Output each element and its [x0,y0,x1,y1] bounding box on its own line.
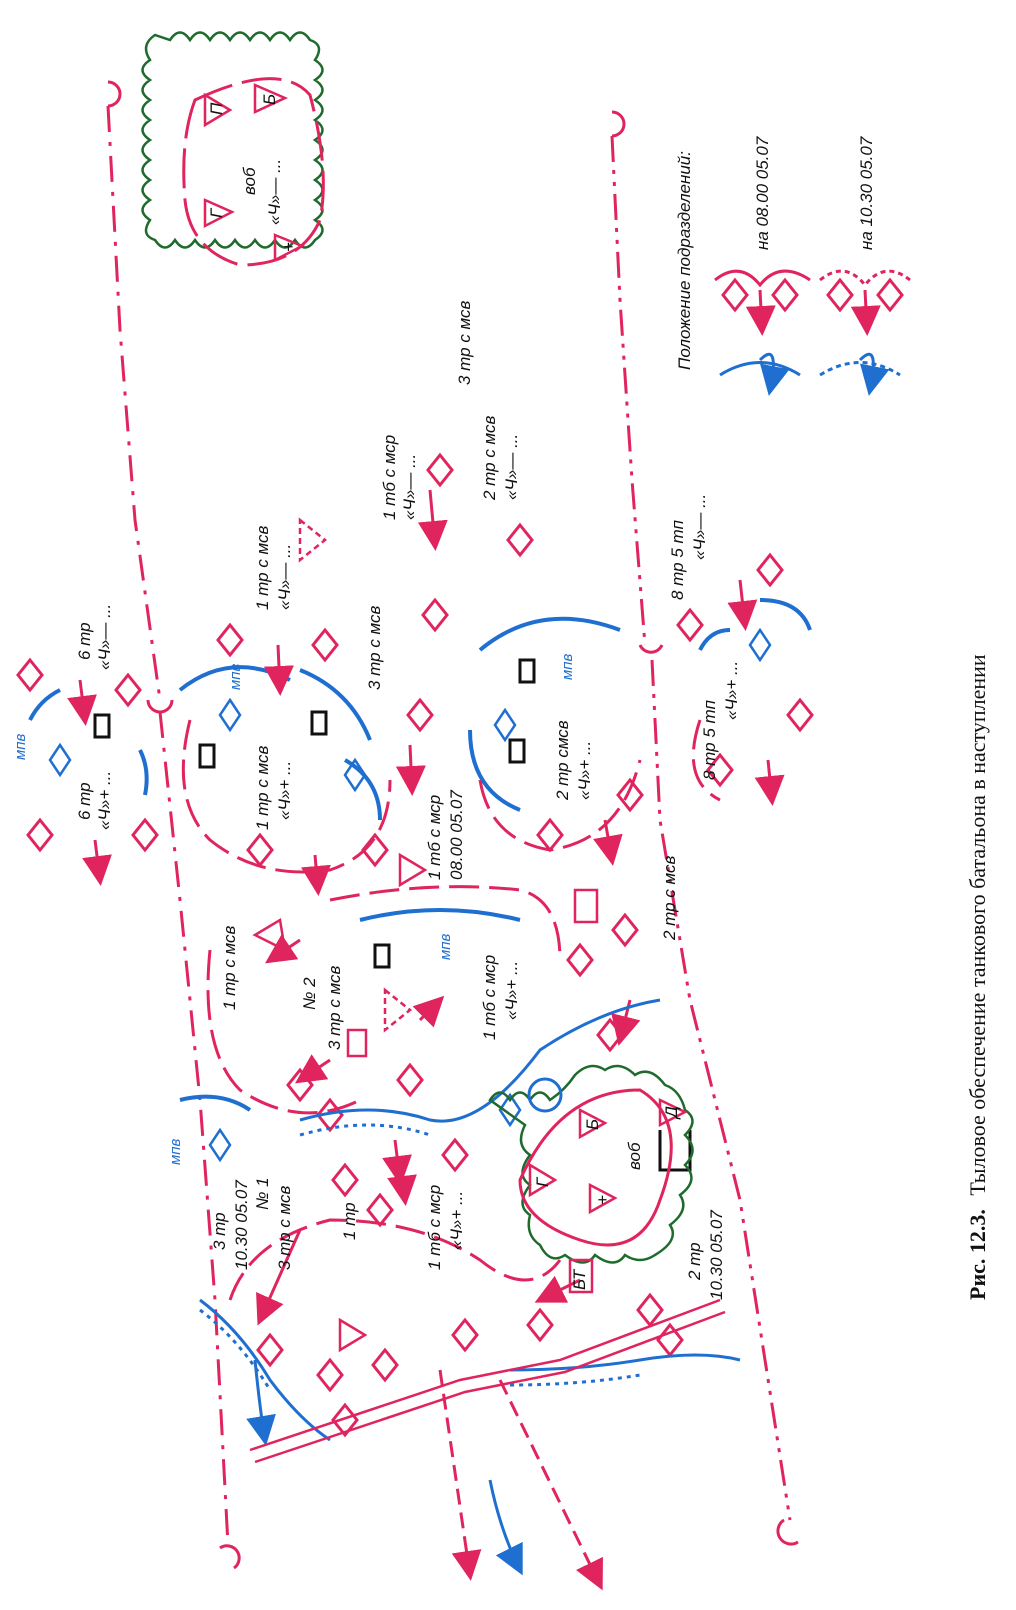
label-ch-minus-3: «Ч»— ... [400,454,419,520]
label-no1: № 1 [253,1177,272,1210]
label-1tr-msv-minus: 1 тр с мсв [253,525,272,610]
figure-caption: Рис. 12.3. Тыловое обеспечение танкового… [965,654,990,1300]
supply-points-bottom [528,1098,688,1215]
label-vob-top: воб [240,166,259,195]
legend-symbols [714,269,911,396]
red-unit-symbols [16,452,814,1438]
label-ch-minus-5: «Ч»— ... [690,494,709,560]
letter-b-top: Б [260,94,279,105]
label-1tr-msv-plus: 1 тр с мсв [253,745,272,830]
letter-p-top: П [207,102,226,115]
label-2tr-smsv: 2 тр смсв [553,720,572,801]
label-2tr: 2 тр [685,1242,704,1281]
letter-b-bottom: Б [583,1119,602,1130]
label-mpv-1: мпв [12,733,29,760]
label-ch-minus-2: «Ч»— ... [275,544,294,610]
label-3tr-msv-no2: 3 тр с мсв [325,965,344,1050]
caption-prefix: Рис. 12.3. [965,1209,990,1300]
label-8tr-5tp-plus: 8 тр 5 тп [700,699,719,780]
label-8tr-5tp-minus: 8 тр 5 тп [668,519,687,600]
roads [249,1298,726,1464]
label-2tr-msv-mid: 2 тр с мсв [660,855,679,941]
blue-diamonds [48,627,772,1163]
svg-text:Рис. 12.3. Тыловое обесп: Рис. 12.3. Тыловое обеспечение танкового… [965,654,990,1300]
label-6tr-plus: 6 тр [75,782,94,820]
label-time-1030-right: 10.30 05.07 [707,1210,726,1300]
label-bt: БТ [570,1268,589,1290]
label-ch-plus-2: «Ч»+ ... [275,761,294,820]
label-ch-minus-4: «Ч»— ... [502,434,521,500]
label-1tr-msv-forest: 1 тр с мсв [220,925,239,1010]
red-arrows [67,289,881,1591]
label-mpv-3: мпв [559,653,576,680]
legend-row1: на 08.00 05.07 [753,136,772,250]
forest-top [141,31,324,249]
label-time-1030-left: 10.30 05.07 [232,1180,251,1270]
mpv-arcs [28,598,812,1112]
label-1tb-msr-top: 1 тб с мср [380,435,399,520]
unit-areas [181,719,721,1301]
legend-title: Положение подразделений: [675,151,694,370]
label-ch-minus-1: «Ч»— ... [95,604,114,670]
label-ch-plus-low: «Ч»+ ... [447,1191,466,1250]
forest-bottom [488,1064,694,1264]
label-3tr-msv-right: 3 тр с мсв [455,300,474,385]
letter-plus-top: + [279,242,298,252]
label-1tb-msr-low: 1 тб с мср [425,1185,444,1270]
right-boundary-line [610,110,799,1546]
label-3tr-msv-no1: 3 тр с мсв [275,1185,294,1270]
left-boundary-line [106,80,241,1570]
label-2tr-msv-top: 2 тр с мсв [480,415,499,501]
label-mpv-2: мпв [227,663,244,690]
label-3tr: 3 тр [210,1212,229,1250]
letter-g-top: Г [207,207,226,218]
unit-rectangles [93,658,692,1172]
caption-text: Тыловое обеспечение танкового батальона … [965,654,990,1196]
label-ch-plus-3: «Ч»+ ... [575,741,594,800]
label-ch-plus-1: «Ч»+ ... [95,771,114,830]
label-vob-bottom: воб [625,1141,644,1170]
letter-g-bottom: Г [533,1176,552,1187]
legend-row2: на 10.30 05.07 [857,136,876,250]
letter-d-bottom: Д [662,1106,681,1120]
label-mpv-4: мпв [437,933,454,960]
rivers [199,998,741,1576]
medical-circle-icon [527,1077,563,1113]
label-1tb-msr-mid: 1 тб с мср [480,955,499,1040]
label-3tr-msv-top: 3 тр с мсв [365,605,384,690]
label-ch-minus-top: «Ч»— ... [265,159,284,225]
supply-points-top [203,83,305,263]
label-1tr: 1 тр [340,1202,359,1240]
label-time-0800: 08.00 05.07 [447,790,466,880]
label-1tb-msr-0800: 1 тб с мср [425,795,444,880]
label-mpv-5: мпв [167,1138,184,1165]
med-points [252,517,599,1353]
label-no2: № 2 [300,977,319,1010]
label-ch-plus-4: «Ч»+ ... [722,661,741,720]
label-6tr-minus: 6 тр [75,622,94,660]
letter-plus-bottom: + [593,1195,612,1205]
vob-area-bottom [518,1088,673,1247]
label-ch-plus-mid: «Ч»+ ... [502,961,521,1020]
